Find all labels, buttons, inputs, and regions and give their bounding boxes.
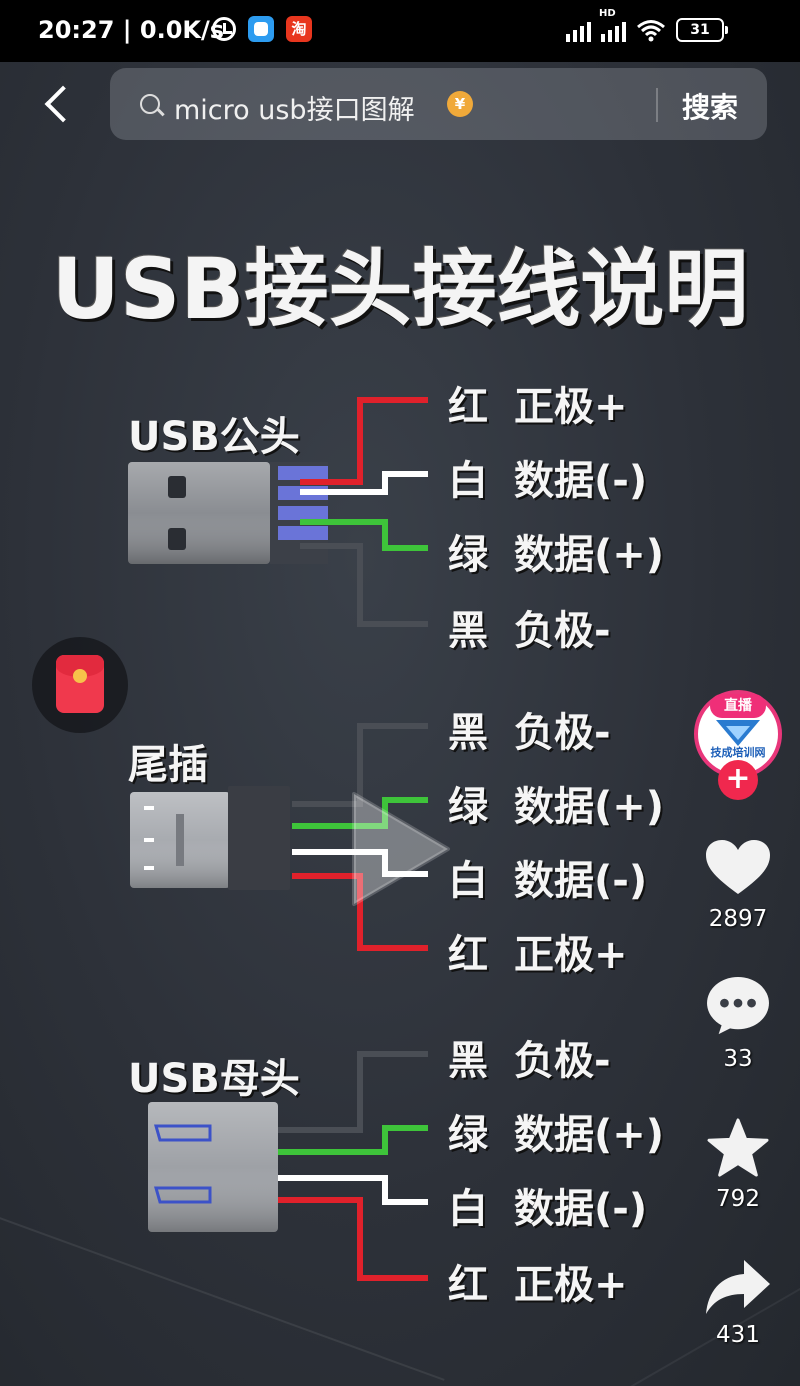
wire-meaning: 正极+: [514, 384, 628, 430]
status-bar: 20:27 | 0.0K/s 淘 HD 31: [0, 0, 800, 62]
taobao-icon: 淘: [286, 16, 312, 42]
status-time: 20:27 | 0.0K/s: [38, 16, 225, 44]
wire-color-name: 红: [448, 384, 488, 430]
section-label-tail-plug: 尾插: [128, 742, 208, 788]
wire-color-name: 白: [448, 1186, 488, 1232]
wire-meaning: 数据(+): [514, 784, 665, 830]
wire-label: 白数据(-): [448, 848, 647, 906]
wire-color-name: 黑: [448, 710, 488, 756]
like-count: 2897: [708, 906, 768, 932]
status-icons-left: 淘: [212, 16, 312, 42]
search-button[interactable]: 搜索: [682, 91, 739, 124]
signal-hd-icon: HD: [599, 8, 626, 42]
wifi-icon: [637, 20, 665, 42]
wire-meaning: 负极-: [514, 710, 611, 756]
alarm-icon: [212, 17, 236, 41]
comment-count: 33: [723, 1046, 753, 1072]
search-input[interactable]: micro usb接口图解: [174, 95, 415, 126]
wire-label: 黑负极-: [448, 598, 611, 656]
play-icon[interactable]: [344, 786, 454, 912]
wire-meaning: 正极+: [514, 1262, 628, 1308]
wire-meaning: 数据(-): [514, 858, 648, 904]
red-packet-icon: [56, 655, 104, 713]
search-icon: [140, 94, 160, 114]
wire-meaning: 数据(-): [514, 458, 648, 504]
coin-icon: ¥: [447, 91, 473, 117]
follow-button[interactable]: +: [718, 760, 758, 800]
comment-icon[interactable]: [704, 976, 772, 1036]
wire-meaning: 数据(+): [514, 532, 665, 578]
wire-color-name: 白: [448, 858, 488, 904]
wire-label: 红正极+: [448, 1252, 628, 1310]
creator-logo-icon: [716, 720, 760, 746]
section-label-usb-female: USB母头: [128, 1056, 300, 1102]
red-packet-button[interactable]: [32, 637, 128, 733]
favorite-count: 792: [716, 1186, 760, 1212]
signal-icon: [566, 18, 591, 42]
heart-icon[interactable]: [704, 838, 772, 898]
search-divider: [656, 88, 658, 122]
wire-label: 绿数据(+): [448, 1102, 664, 1160]
wire-label: 黑负极-: [448, 700, 611, 758]
wire-color-name: 黑: [448, 1038, 488, 1084]
share-icon[interactable]: [704, 1256, 772, 1316]
wire-meaning: 数据(-): [514, 1186, 648, 1232]
wire-color-name: 红: [448, 932, 488, 978]
back-arrow-icon[interactable]: [40, 86, 80, 126]
wire-color-name: 绿: [448, 1112, 488, 1158]
hd-label: HD: [599, 8, 616, 19]
wire-meaning: 正极+: [514, 932, 628, 978]
wire-label: 白数据(-): [448, 448, 647, 506]
wire-label: 红正极+: [448, 374, 628, 432]
wire-color-name: 红: [448, 1262, 488, 1308]
wire-meaning: 数据(+): [514, 1112, 665, 1158]
wire-meaning: 负极-: [514, 1038, 611, 1084]
video-title: USB接头接线说明: [51, 240, 749, 338]
wire-color-name: 绿: [448, 784, 488, 830]
wire-color-name: 白: [448, 458, 488, 504]
section-label-usb-male: USB公头: [128, 414, 300, 460]
creator-name: 技成培训网: [710, 746, 766, 759]
notification-app-icon: [248, 16, 274, 42]
wire-color-name: 绿: [448, 532, 488, 578]
share-count: 431: [716, 1322, 760, 1348]
wire-label: 绿数据(+): [448, 774, 664, 832]
star-icon[interactable]: [704, 1118, 772, 1178]
wire-meaning: 负极-: [514, 608, 611, 654]
battery-icon: 31: [676, 18, 728, 42]
wire-color-name: 黑: [448, 608, 488, 654]
wire-label: 绿数据(+): [448, 522, 664, 580]
search-bar[interactable]: micro usb接口图解 ¥ 搜索: [110, 68, 767, 140]
live-badge: 直播: [710, 694, 766, 718]
wire-label: 白数据(-): [448, 1176, 647, 1234]
status-icons-right: HD 31: [566, 8, 728, 42]
wire-label: 黑负极-: [448, 1028, 611, 1086]
wire-label: 红正极+: [448, 922, 628, 980]
